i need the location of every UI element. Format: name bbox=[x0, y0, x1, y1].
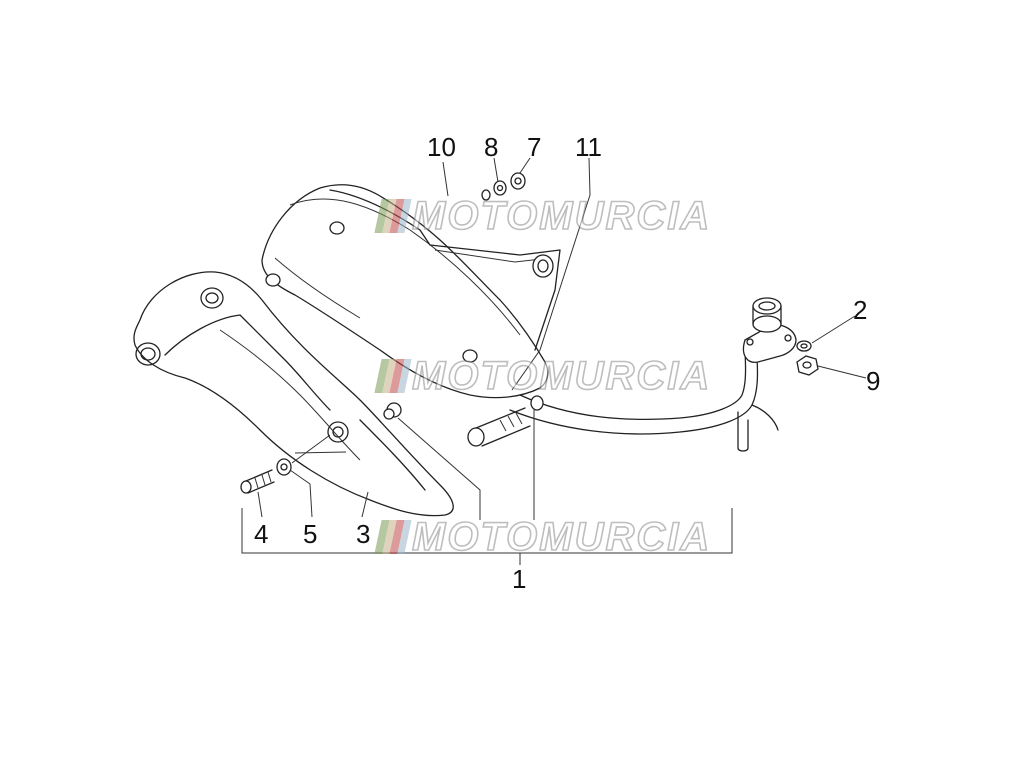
callout-3: 3 bbox=[356, 519, 371, 549]
nut-part bbox=[796, 340, 819, 376]
watermark-top: MOTOMURCIA bbox=[374, 194, 712, 238]
washer-part bbox=[276, 458, 292, 476]
watermark-logo-icon bbox=[374, 520, 412, 554]
screw-part bbox=[240, 469, 275, 494]
top-washers-part bbox=[481, 172, 526, 201]
leader-lines bbox=[241, 157, 867, 565]
callout-7: 7 bbox=[527, 132, 542, 162]
watermark-middle: MOTOMURCIA bbox=[374, 354, 712, 398]
callout-8: 8 bbox=[484, 132, 499, 162]
long-bolt-part bbox=[467, 395, 544, 447]
callout-2: 2 bbox=[853, 295, 868, 325]
watermark-logo-icon bbox=[374, 199, 412, 233]
callout-5: 5 bbox=[303, 519, 318, 549]
exhaust-pipe-part bbox=[509, 297, 797, 452]
watermark-bottom: MOTOMURCIA bbox=[374, 515, 712, 559]
watermark-text: MOTOMURCIA bbox=[411, 194, 712, 238]
watermark-text: MOTOMURCIA bbox=[411, 354, 712, 398]
callout-4: 4 bbox=[254, 519, 269, 549]
callout-11: 11 bbox=[575, 132, 602, 162]
callout-1: 1 bbox=[512, 564, 527, 594]
watermark-text: MOTOMURCIA bbox=[411, 515, 712, 559]
callout-9: 9 bbox=[866, 366, 881, 396]
spacer-part bbox=[383, 402, 402, 420]
callout-10: 10 bbox=[427, 132, 456, 162]
heat-shield-part bbox=[133, 271, 454, 517]
watermark-logo-icon bbox=[374, 359, 412, 393]
muffler-body-part bbox=[261, 184, 561, 399]
